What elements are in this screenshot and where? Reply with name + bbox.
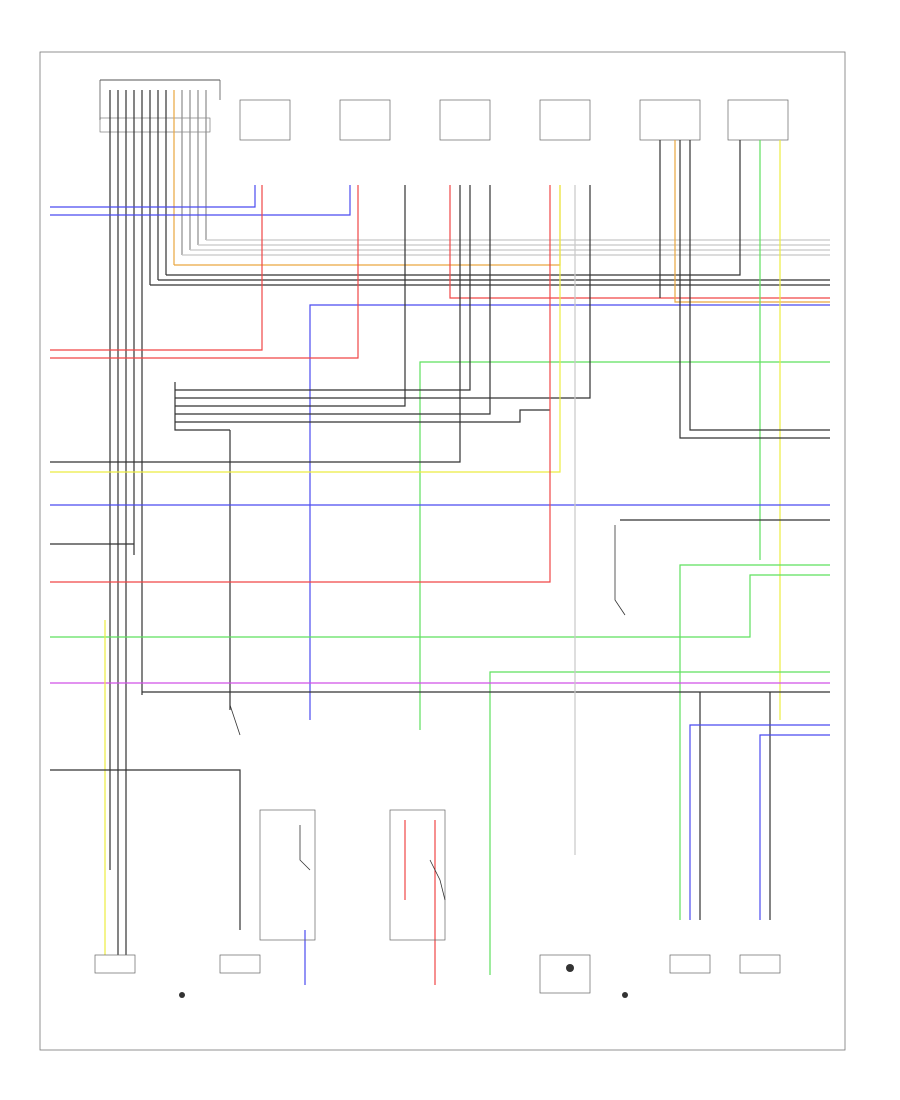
top-connector-block: [99, 79, 221, 133]
component-control-led: [566, 964, 574, 972]
module-4: [539, 99, 591, 141]
component-ground-2: [622, 992, 628, 998]
module-3: [439, 99, 491, 141]
component-sensor-right-2: [739, 954, 781, 974]
module-6: [727, 99, 789, 141]
component-sensor-left: [94, 954, 136, 974]
component-relay-block: [389, 809, 446, 941]
component-ground-1: [179, 992, 185, 998]
component-control-unit: [539, 954, 591, 994]
page-border: [39, 51, 846, 1051]
module-2: [339, 99, 391, 141]
module-5: [639, 99, 701, 141]
component-sensor-2: [219, 954, 261, 974]
horizontal-bus: [50, 140, 830, 730]
module-1: [239, 99, 291, 141]
switch-symbols: [229, 525, 626, 901]
component-switch-block: [259, 809, 316, 941]
left-harness: [109, 90, 207, 955]
long-runs: [50, 185, 830, 985]
component-sensor-right-1: [669, 954, 711, 974]
bottom-components: [94, 809, 781, 998]
signal-ladder: [174, 185, 591, 710]
top-modules: [239, 99, 789, 141]
